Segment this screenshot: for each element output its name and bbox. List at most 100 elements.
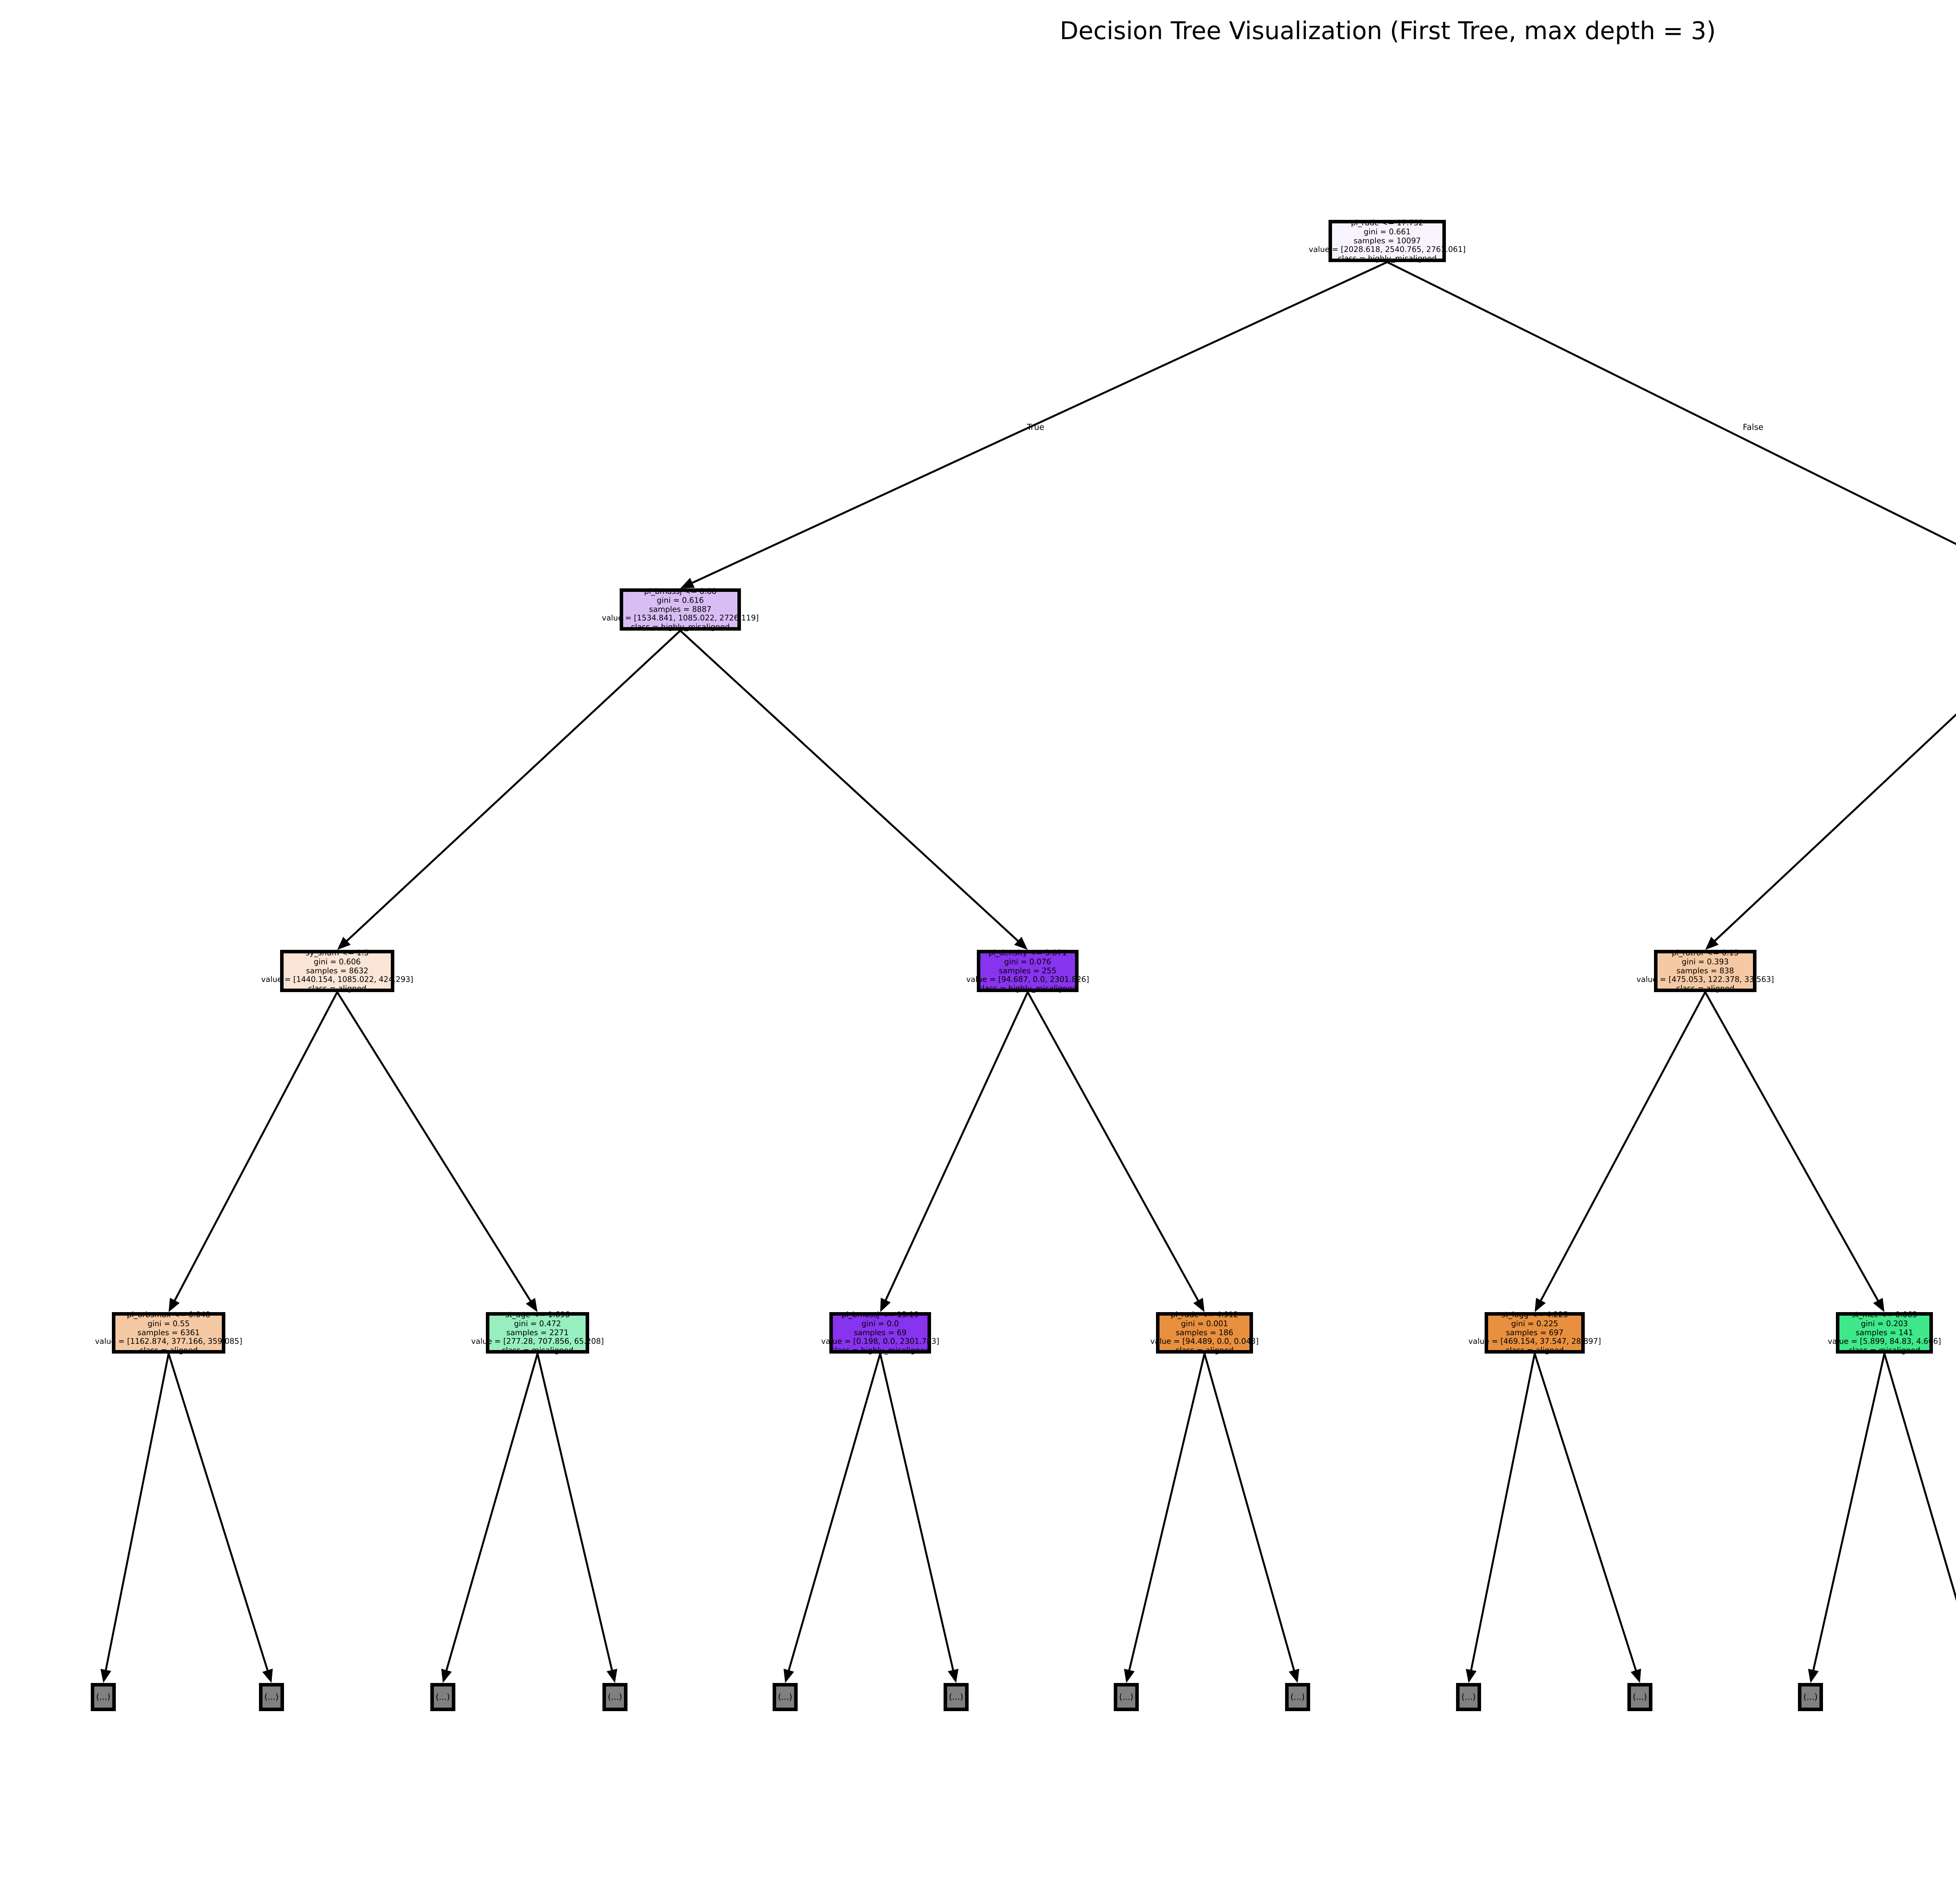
tree-edge-n3-n8 [336, 991, 532, 1302]
leaf-ellipsis-label: (...) [1632, 1692, 1647, 1702]
tree-leaf-truncated: (...) [1456, 1683, 1481, 1711]
leaf-ellipsis-label: (...) [949, 1692, 964, 1702]
node-gini: gini = 0.001 [1181, 1319, 1228, 1328]
tree-leaf-truncated: (...) [1798, 1683, 1823, 1711]
tree-edge-arrowhead-n10-l6 [1124, 1668, 1135, 1683]
tree-edge-arrowhead-n10-l7 [1289, 1668, 1300, 1683]
tree-leaf-truncated: (...) [91, 1683, 116, 1711]
node-value: value = [2028.618, 2540.765, 2761.061] [1309, 245, 1466, 254]
node-value: value = [94.687, 0.0, 2301.826] [966, 975, 1089, 984]
tree-leaf-truncated: (...) [1285, 1683, 1310, 1711]
node-feature-test: pl_bmassj <= 13.19 [841, 1310, 919, 1319]
node-gini: gini = 0.225 [1511, 1319, 1559, 1328]
edge-label-true: True [1027, 423, 1045, 432]
node-samples: samples = 69 [854, 1328, 907, 1337]
tree-edge-n9-l4 [788, 1353, 881, 1671]
node-gini: gini = 0.076 [1004, 957, 1052, 966]
leaf-ellipsis-label: (...) [1290, 1692, 1305, 1702]
node-feature-test: pl_orbsmax <= 0.048 [127, 1310, 210, 1319]
tree-edge-n11-l8 [1470, 1353, 1536, 1670]
tree-edge-n10-l6 [1128, 1353, 1206, 1670]
tree-edge-arrowhead-n2-n5 [1705, 937, 1719, 950]
node-value: value = [0.198, 0.0, 2301.783] [821, 1337, 939, 1346]
tree-edge-n5-n11 [1540, 991, 1706, 1301]
node-value: value = [94.489, 0.0, 0.043] [1150, 1337, 1259, 1346]
tree-leaf-truncated: (...) [1627, 1683, 1652, 1711]
tree-edge-n2-n5 [1714, 713, 1956, 942]
tree-edge-arrowhead-n1-n4 [1014, 937, 1028, 950]
node-gini: gini = 0.472 [514, 1319, 561, 1328]
tree-edge-n1-n3 [346, 630, 681, 942]
figure-title: Decision Tree Visualization (First Tree,… [1059, 16, 1716, 45]
node-feature-test: pl_density <= 3.871 [989, 948, 1067, 957]
node-class: class = misaligned [1848, 1346, 1920, 1355]
tree-edge-n12-l10 [1812, 1353, 1886, 1670]
node-gini: gini = 0.661 [1363, 227, 1411, 236]
node-feature-test: sy_snum <= 1.5 [306, 948, 369, 957]
tree-edge-n0-n2 [1386, 261, 1956, 545]
node-class: class = highly_misaligned [978, 984, 1077, 993]
node-value: value = [469.154, 37.547, 28.897] [1468, 1337, 1601, 1346]
node-class: class = aligned [1505, 1346, 1564, 1355]
tree-edge-n3-n7 [174, 991, 338, 1301]
tree-edge-n9-l5 [879, 1353, 954, 1670]
node-class: class = highly_misaligned [831, 1346, 930, 1355]
tree-edge-arrowhead-n7-l0 [100, 1668, 111, 1683]
tree-edge-n8-l3 [536, 1353, 613, 1670]
node-feature-test: st_logg <= 4.225 [1501, 1310, 1568, 1319]
node-feature-test: pl_bmassj <= 8.88 [644, 586, 717, 596]
node-gini: gini = 0.393 [1681, 957, 1729, 966]
tree-leaf-truncated: (...) [1114, 1683, 1139, 1711]
tree-edge-arrowhead-n8-l3 [606, 1668, 617, 1683]
leaf-ellipsis-label: (...) [264, 1692, 279, 1702]
node-value: value = [1440.154, 1085.022, 424.293] [261, 975, 413, 984]
node-class: class = highly_misaligned [1338, 254, 1437, 263]
tree-edge-n5-n12 [1704, 991, 1879, 1301]
tree-leaf-truncated: (...) [773, 1683, 798, 1711]
leaf-ellipsis-label: (...) [1803, 1692, 1818, 1702]
node-value: value = [5.899, 84.83, 4.666] [1828, 1337, 1941, 1346]
node-class: class = aligned [308, 984, 367, 993]
leaf-ellipsis-label: (...) [778, 1692, 793, 1702]
tree-edge-arrowhead-n9-l5 [947, 1668, 959, 1683]
tree-edge-arrowhead-n1-n3 [337, 937, 351, 950]
node-gini: gini = 0.203 [1861, 1319, 1908, 1328]
node-feature-test: pl_rade <= 17.752 [1351, 218, 1424, 227]
node-feature-test: st_met <= 0.065 [1852, 1310, 1917, 1319]
leaf-ellipsis-label: (...) [435, 1692, 450, 1702]
node-value: value = [1534.841, 1085.022, 2726.119] [602, 613, 759, 623]
tree-edge-arrowhead-n11-l9 [1631, 1668, 1641, 1683]
tree-edge-arrowhead-n7-l1 [262, 1668, 273, 1683]
tree-leaf-truncated: (...) [430, 1683, 455, 1711]
leaf-ellipsis-label: (...) [1119, 1692, 1134, 1702]
edge-label-false: False [1743, 423, 1764, 432]
tree-leaf-truncated: (...) [944, 1683, 969, 1711]
node-class: class = aligned [1676, 984, 1735, 993]
node-value: value = [475.053, 122.378, 33.563] [1636, 975, 1774, 984]
node-gini: gini = 0.0 [861, 1319, 899, 1328]
tree-leaf-truncated: (...) [602, 1683, 627, 1711]
node-gini: gini = 0.616 [656, 595, 704, 605]
node-samples: samples = 697 [1506, 1328, 1564, 1337]
tree-edge-n7-l0 [105, 1353, 170, 1670]
tree-edge-arrowhead-n9-l4 [783, 1668, 794, 1683]
node-gini: gini = 0.55 [147, 1319, 190, 1328]
node-samples: samples = 8887 [649, 604, 712, 614]
tree-edge-arrowhead-n8-l2 [441, 1668, 452, 1683]
node-class: class = misaligned [502, 1346, 573, 1355]
node-samples: samples = 255 [999, 966, 1057, 975]
node-samples: samples = 186 [1176, 1328, 1233, 1337]
node-class: class = highly_misaligned [631, 622, 730, 632]
tree-edge-n4-n10 [1027, 991, 1199, 1301]
tree-edge-n7-l1 [167, 1353, 269, 1671]
tree-edge-n1-n4 [680, 630, 1019, 942]
node-samples: samples = 141 [1855, 1328, 1913, 1337]
tree-edge-arrowhead-n11-l8 [1465, 1668, 1477, 1683]
node-samples: samples = 2271 [506, 1328, 569, 1337]
